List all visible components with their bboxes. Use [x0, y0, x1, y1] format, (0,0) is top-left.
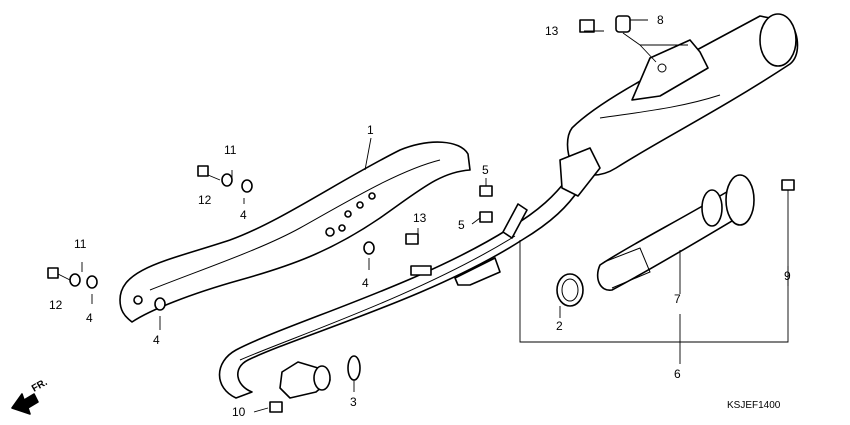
- callout-12-rear: 12: [49, 298, 63, 312]
- rubber-upper: [479, 185, 493, 197]
- protector-bolt-upper: [197, 165, 209, 177]
- callout-5-upper: 5: [482, 163, 489, 177]
- muffler-end-cap: [759, 13, 797, 67]
- callout-5-lower: 5: [458, 218, 465, 232]
- callout-1: 1: [367, 123, 374, 137]
- callout-8: 8: [657, 13, 664, 27]
- exhaust-pipe: [218, 177, 581, 399]
- spark-arrester: [596, 174, 755, 291]
- muffler-bolt: [579, 19, 595, 33]
- washer-mid: [363, 241, 375, 255]
- arrester-bolt: [781, 179, 795, 191]
- callout-4-front: 4: [153, 333, 160, 347]
- heat-protector: [119, 141, 471, 323]
- collar-upper: [221, 173, 233, 187]
- protector-bolt-rear: [47, 267, 59, 279]
- callout-9: 9: [784, 269, 791, 283]
- direction-label: FR.: [30, 377, 50, 395]
- rubber-lower: [479, 211, 493, 223]
- exhaust-joint-collar: [279, 361, 331, 399]
- flange-nut: [269, 401, 283, 413]
- callout-13-mid: 13: [413, 211, 427, 225]
- muffler: [559, 13, 799, 197]
- arrester-gasket: [556, 273, 584, 307]
- muffler-nut: [615, 15, 631, 33]
- diagram-code: KSJEF1400: [727, 400, 781, 411]
- pipe-hanger: [502, 203, 528, 239]
- callout-4-mid: 4: [362, 276, 369, 290]
- callout-11-upper: 11: [224, 143, 237, 157]
- washer-rear: [86, 275, 98, 289]
- callout-13-upper: 13: [545, 24, 559, 38]
- callout-6: 6: [674, 367, 681, 381]
- pipe-bracket: [454, 257, 501, 286]
- callout-4-upper: 4: [240, 208, 247, 222]
- protector-bolt: [405, 233, 419, 245]
- washer-front: [154, 297, 166, 311]
- callout-4-rear: 4: [86, 311, 93, 325]
- exhaust-gasket: [347, 355, 361, 381]
- callout-10: 10: [232, 405, 246, 419]
- callout-2: 2: [556, 319, 563, 333]
- leader-lines: [57, 19, 789, 413]
- collar-rear: [69, 273, 81, 287]
- pipe-clamp-tab: [410, 265, 432, 276]
- front-direction-arrow: FR.: [11, 377, 50, 415]
- muffler-mount-bracket: [631, 39, 709, 101]
- muffler-inlet: [559, 147, 601, 197]
- washer-upper: [241, 179, 253, 193]
- callout-3: 3: [350, 395, 357, 409]
- callout-12-upper: 12: [198, 193, 212, 207]
- callout-11-rear: 11: [74, 237, 87, 251]
- callout-7: 7: [674, 292, 681, 306]
